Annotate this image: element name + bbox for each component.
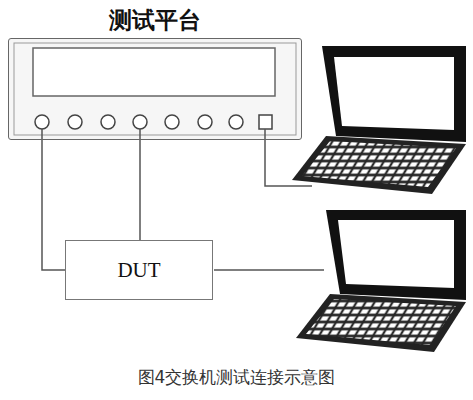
laptop-icon xyxy=(292,46,466,194)
device-label: DUT xyxy=(117,258,160,283)
test-platform: 测试平台 xyxy=(8,5,302,140)
laptop-wire xyxy=(214,269,324,271)
laptop-icon xyxy=(296,210,466,352)
platform-ports xyxy=(35,115,272,129)
cable-line xyxy=(42,140,65,270)
device-box: DUT xyxy=(65,240,213,300)
cable-line xyxy=(139,140,141,240)
platform-fill xyxy=(9,39,301,139)
platform-title: 测试平台 xyxy=(8,5,302,35)
port-stubs xyxy=(42,129,140,139)
platform-display xyxy=(33,48,275,96)
platform-inner-frame xyxy=(14,43,296,135)
figure-caption: 图4交换机测试连接示意图 xyxy=(0,366,473,389)
platform-housing xyxy=(8,38,302,140)
